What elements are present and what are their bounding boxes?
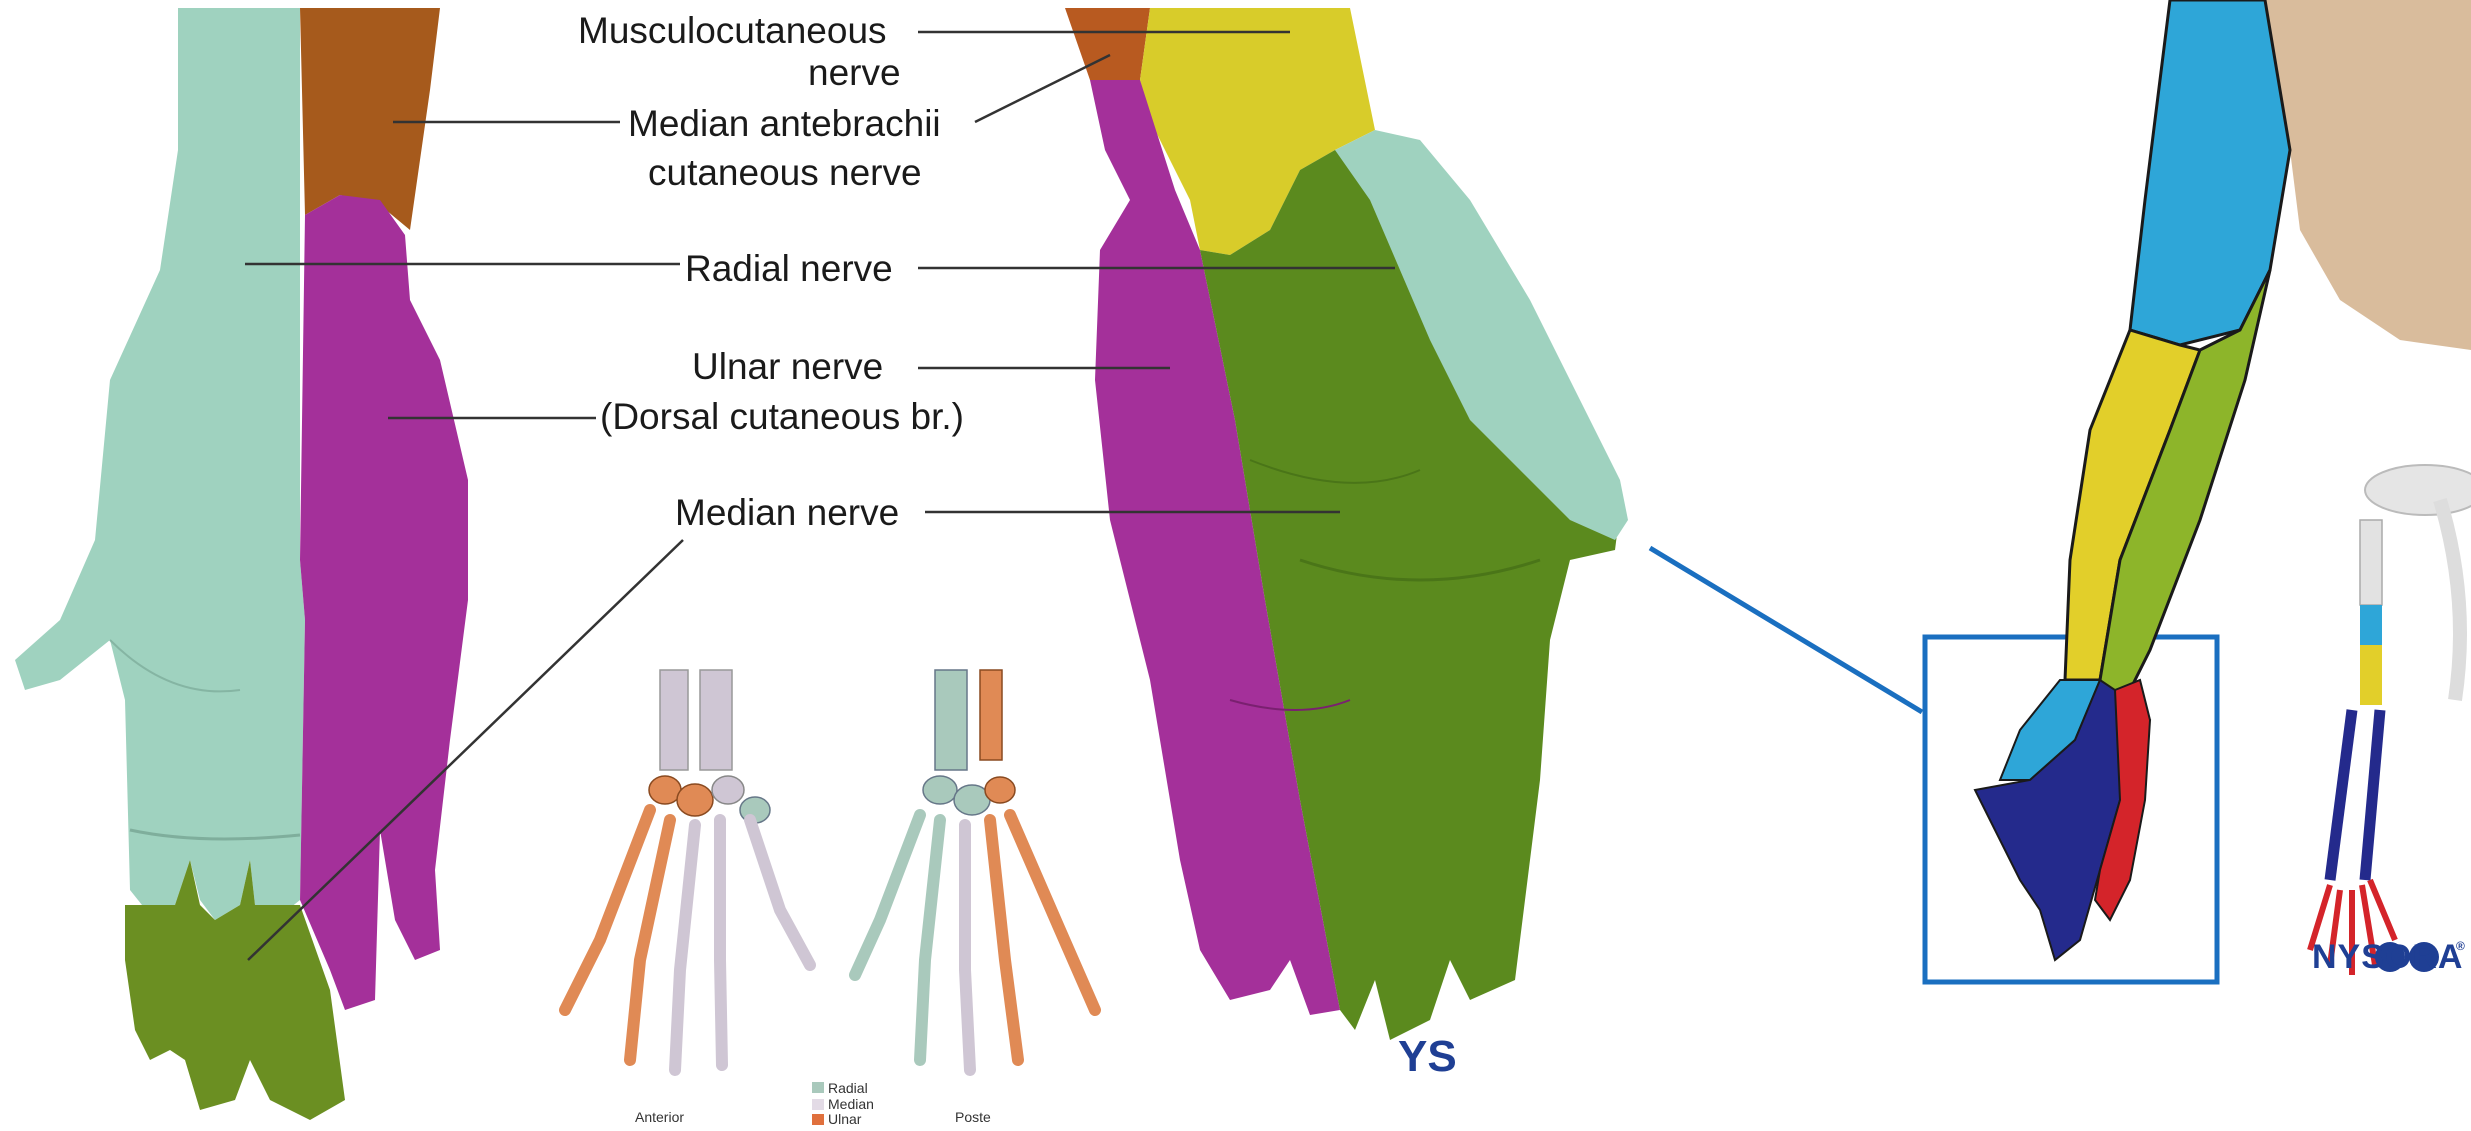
logo-fragment: YS xyxy=(1398,1035,1457,1079)
label-musculocutaneous-line1: Musculocutaneous xyxy=(578,12,887,49)
palmar-median-antebrachii-zone xyxy=(1065,8,1150,80)
legend-swatch-ulnar xyxy=(812,1114,824,1125)
legend-label-radial: Radial xyxy=(828,1081,868,1095)
logo-registered-mark: ® xyxy=(2456,940,2465,952)
dorsal-ulnar-zone xyxy=(300,195,468,1010)
legend-label-ulnar: Ulnar xyxy=(828,1112,861,1126)
nysora-logo: NYSORA xyxy=(2312,940,2463,974)
label-musculocutaneous-line2: nerve xyxy=(808,54,901,91)
label-median-antebrachii-line1: Median antebrachii xyxy=(628,105,941,142)
skeleton xyxy=(2310,465,2471,975)
legend-label-median: Median xyxy=(828,1097,874,1111)
dorsal-hand xyxy=(15,8,468,1120)
dorsal-median-antebrachii-zone xyxy=(300,8,440,230)
caption-anterior: Anterior xyxy=(635,1110,684,1124)
label-ulnar-nerve: Ulnar nerve xyxy=(692,348,883,385)
caption-posterior: Poste xyxy=(955,1110,991,1124)
legend-swatch-radial xyxy=(812,1082,824,1093)
label-median-antebrachii-line2: cutaneous nerve xyxy=(648,154,922,191)
legend-swatch-median xyxy=(812,1099,824,1110)
label-median-nerve: Median nerve xyxy=(675,494,899,531)
bone-inset xyxy=(565,670,1095,1125)
zoom-connector xyxy=(1650,548,1922,712)
palmar-hand xyxy=(1065,8,1628,1040)
dorsal-radial-zone xyxy=(15,8,305,920)
label-dorsal-cutaneous-branch: (Dorsal cutaneous br.) xyxy=(600,398,964,435)
label-radial-nerve: Radial nerve xyxy=(685,250,893,287)
